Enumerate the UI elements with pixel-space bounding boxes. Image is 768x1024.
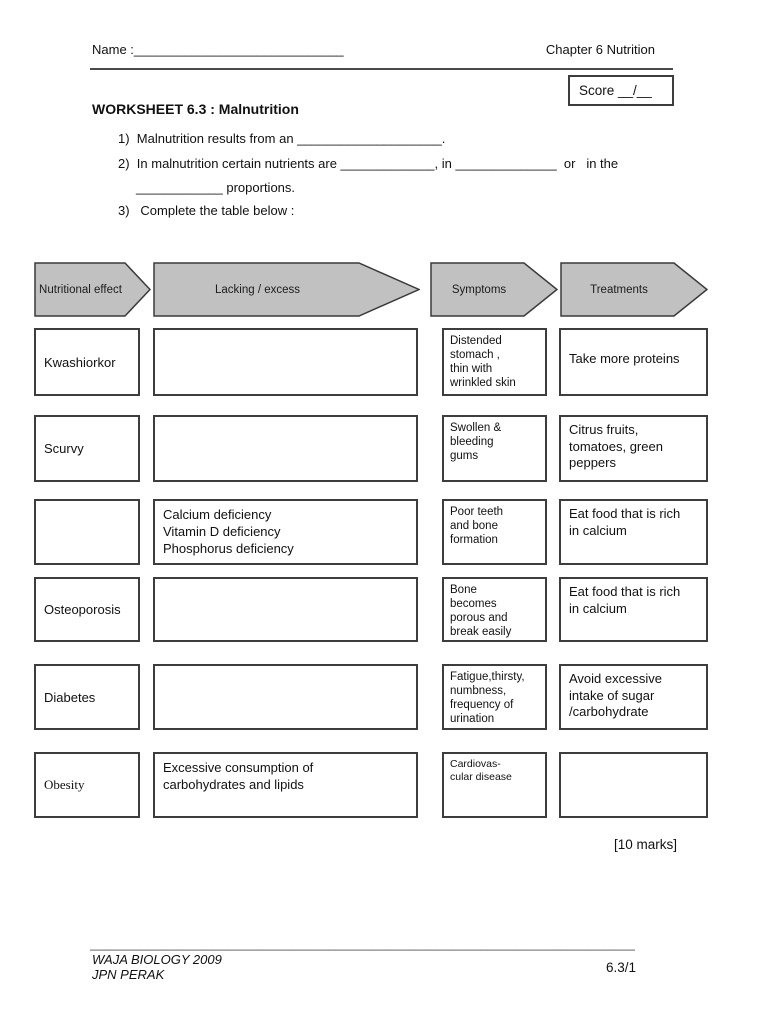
lacking-cell <box>153 415 418 482</box>
symptoms-cell: Distended stomach , thin with wrinkled s… <box>442 328 547 396</box>
treatments-cell: Citrus fruits, tomatoes, green peppers <box>559 415 708 482</box>
lacking-cell: Excessive consumption of carbohydrates a… <box>153 752 418 818</box>
right-arrow-shape <box>153 262 420 317</box>
worksheet-title: WORKSHEET 6.3 : Malnutrition <box>92 101 299 117</box>
treatments-cell: Eat food that is rich in calcium <box>559 499 708 565</box>
question-2-line-1: 2) In malnutrition certain nutrients are… <box>118 156 619 171</box>
effect-cell: Diabetes <box>34 664 140 730</box>
right-arrow-shape <box>430 262 558 317</box>
effect-cell: Kwashiorkor <box>34 328 140 396</box>
treatments-cell <box>559 752 708 818</box>
column-header-nutritional-effect: Nutritional effect <box>34 262 151 317</box>
footer-organization: WAJA BIOLOGY 2009 JPN PERAK <box>92 952 222 982</box>
column-header-label: Lacking / excess <box>214 283 300 296</box>
right-arrow-shape <box>34 262 151 317</box>
treatments-cell: Take more proteins <box>559 328 708 396</box>
column-header-treatments: Treatments <box>560 262 708 317</box>
name-label: Name :_____________________________ <box>92 42 344 57</box>
footer-page-number: 6.3/1 <box>606 960 637 975</box>
symptoms-cell: Poor teeth and bone formation <box>442 499 547 565</box>
score-box: Score __/__ <box>568 75 674 106</box>
score-label: Score __/__ <box>579 83 652 98</box>
footer-rule: ________________________________________… <box>90 936 635 951</box>
symptoms-cell: Swollen & bleeding gums <box>442 415 547 482</box>
column-header-label: Treatments <box>590 283 648 296</box>
column-header-label: Symptoms <box>451 283 507 296</box>
right-arrow-shape <box>560 262 708 317</box>
lacking-cell <box>153 664 418 730</box>
lacking-cell <box>153 577 418 642</box>
symptoms-cell: Bone becomes porous and break easily <box>442 577 547 642</box>
column-header-lacking-excess: Lacking / excess <box>153 262 420 317</box>
column-header-symptoms: Symptoms <box>430 262 558 317</box>
symptoms-cell: Cardiovas- cular disease <box>442 752 547 818</box>
lacking-cell <box>153 328 418 396</box>
symptoms-cell: Fatigue,thirsty, numbness, frequency of … <box>442 664 547 730</box>
question-3: 3) Complete the table below : <box>118 203 295 218</box>
treatments-cell: Eat food that is rich in calcium <box>559 577 708 642</box>
chapter-label: Chapter 6 Nutrition <box>545 42 655 57</box>
marks-label: [10 marks] <box>614 837 678 852</box>
effect-cell: Obesity <box>34 752 140 818</box>
header-rule <box>90 68 673 70</box>
treatments-cell: Avoid excessive intake of sugar /carbohy… <box>559 664 708 730</box>
effect-cell: Osteoporosis <box>34 577 140 642</box>
question-2-line-2: ____________ proportions. <box>136 180 296 195</box>
question-1: 1) Malnutrition results from an ________… <box>118 131 446 146</box>
effect-cell <box>34 499 140 565</box>
lacking-cell: Calcium deficiency Vitamin D deficiency … <box>153 499 418 565</box>
column-header-label: Nutritional effect <box>39 283 122 296</box>
effect-cell: Scurvy <box>34 415 140 482</box>
